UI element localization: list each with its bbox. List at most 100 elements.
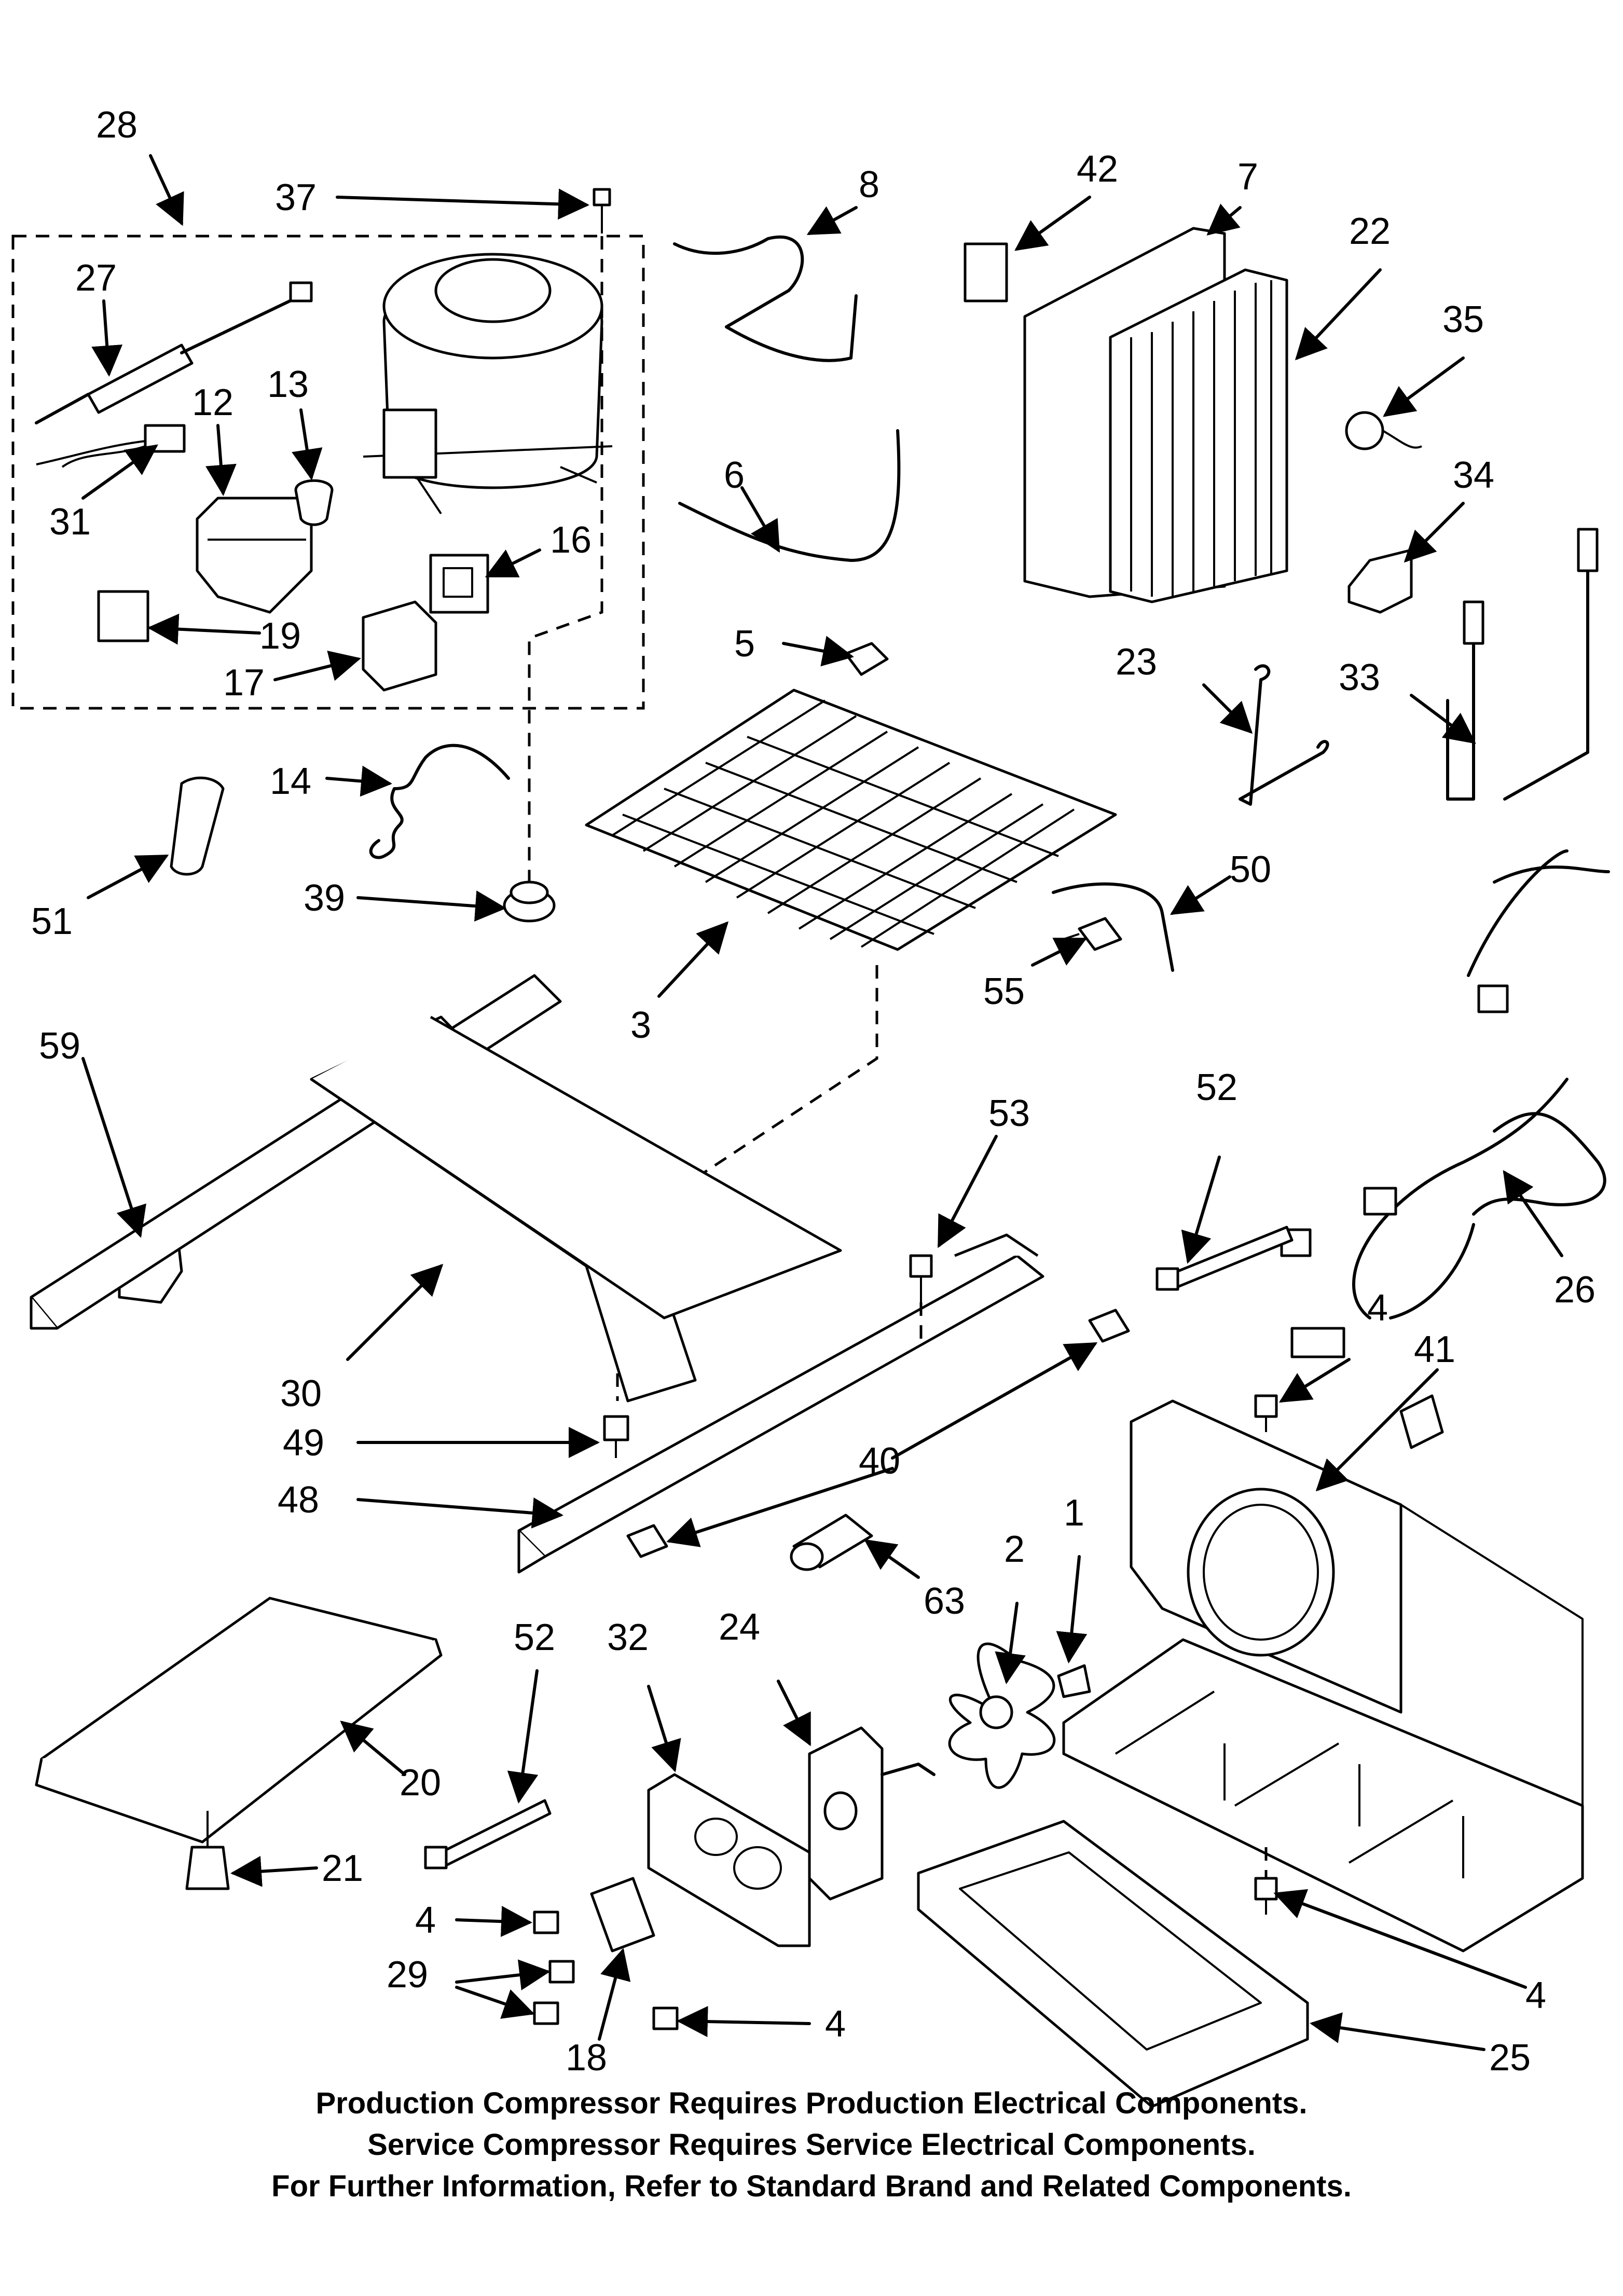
callout-5: 5 xyxy=(734,623,755,665)
hose-part-51[interactable] xyxy=(170,776,225,876)
screw-part-4-b[interactable] xyxy=(533,1910,559,1934)
front-rail-part-48[interactable] xyxy=(517,1233,1044,1574)
callout-8: 8 xyxy=(859,164,879,205)
capacitor-part-16[interactable] xyxy=(429,554,489,614)
condenser-part-3[interactable] xyxy=(585,689,1117,951)
callout-25: 25 xyxy=(1489,2037,1531,2079)
callout-16: 16 xyxy=(550,519,592,561)
callout-24: 24 xyxy=(719,1606,760,1648)
screw-part-49[interactable] xyxy=(603,1415,629,1458)
clip-part-5[interactable] xyxy=(844,642,889,676)
start-relay-part-12[interactable] xyxy=(196,497,313,614)
bracket-part-34[interactable] xyxy=(1347,548,1413,614)
compressor-part[interactable] xyxy=(363,253,613,515)
plate-part-18[interactable] xyxy=(590,1877,655,1953)
screw-part-40-a[interactable] xyxy=(1088,1309,1130,1343)
callout-3: 3 xyxy=(630,1005,651,1046)
callout-41: 41 xyxy=(1414,1329,1455,1370)
callout-23: 23 xyxy=(1116,641,1157,683)
callout-37: 37 xyxy=(275,177,317,218)
overload-part-19[interactable] xyxy=(97,590,149,642)
callout-22: 22 xyxy=(1349,211,1391,252)
callout-53: 53 xyxy=(988,1093,1030,1134)
callout-19: 19 xyxy=(259,615,301,657)
screw-part-40-b[interactable] xyxy=(626,1524,668,1558)
overload-cap-part-13[interactable] xyxy=(294,479,334,526)
screw-part-55[interactable] xyxy=(1063,917,1122,951)
callout-31: 31 xyxy=(49,501,91,543)
drier-part-27[interactable] xyxy=(35,281,313,424)
callout-51: 51 xyxy=(31,901,73,942)
callout-39: 39 xyxy=(304,877,345,919)
rail-assembly-part-30[interactable] xyxy=(30,974,842,1403)
wire-connector-part-31[interactable] xyxy=(36,424,186,468)
callout-32: 32 xyxy=(607,1617,649,1658)
callout-50: 50 xyxy=(1230,849,1271,890)
callout-30: 30 xyxy=(280,1373,322,1414)
tube-part-33[interactable] xyxy=(1446,528,1599,801)
callout-28: 28 xyxy=(96,104,137,146)
tube-part-8[interactable] xyxy=(673,236,858,362)
clip-part-1[interactable] xyxy=(1057,1664,1091,1698)
callout-18: 18 xyxy=(566,2037,607,2079)
leader-lines xyxy=(81,154,1563,2051)
bolt-part-37[interactable] xyxy=(593,188,611,233)
wire-tie-part-52a[interactable] xyxy=(1156,1226,1294,1291)
motor-bracket-part-32[interactable] xyxy=(647,1773,811,1947)
screw-part-4-a[interactable] xyxy=(1254,1394,1278,1432)
callout-27: 27 xyxy=(75,257,117,299)
screw-part-4-d[interactable] xyxy=(1254,1877,1278,1915)
callout-13: 13 xyxy=(267,364,309,405)
footer-note-3: For Further Information, Refer to Standa… xyxy=(271,2169,1352,2203)
callout-4b: 4 xyxy=(415,1900,436,1941)
power-cord-part-26[interactable] xyxy=(1280,849,1610,1449)
evaporator-part-22[interactable] xyxy=(1109,268,1288,603)
screw-part-29-a[interactable] xyxy=(548,1960,575,1984)
wire-tie-part-52b[interactable] xyxy=(424,1799,552,1869)
drain-pan-part-25[interactable] xyxy=(917,1820,1309,2108)
thermostat-part-35[interactable] xyxy=(1345,411,1422,450)
fan-motor-part-24[interactable] xyxy=(808,1726,936,1901)
panel-part-20[interactable] xyxy=(35,1597,443,1844)
callout-55: 55 xyxy=(983,971,1025,1012)
foot-part-21[interactable] xyxy=(185,1811,230,1890)
tube-part-50[interactable] xyxy=(1052,882,1174,972)
grommet-part-39[interactable] xyxy=(503,881,556,923)
relay-cover-part-17[interactable] xyxy=(362,600,437,692)
tube-part-6[interactable] xyxy=(678,429,901,562)
callout-29: 29 xyxy=(387,1954,428,1996)
mount-guide-line xyxy=(528,236,603,892)
callout-7: 7 xyxy=(1237,156,1258,198)
callout-42: 42 xyxy=(1077,148,1118,190)
screw-part-4-c[interactable] xyxy=(652,2006,679,2030)
callout-52b: 52 xyxy=(514,1617,555,1658)
wire-part-23[interactable] xyxy=(1239,664,1329,806)
callout-20: 20 xyxy=(400,1762,441,1804)
callout-26: 26 xyxy=(1554,1269,1596,1311)
compressor-group-box xyxy=(11,235,645,710)
callout-59: 59 xyxy=(39,1025,80,1067)
fan-blade-part-2[interactable] xyxy=(948,1642,1056,1789)
callout-48: 48 xyxy=(278,1479,319,1521)
wire-part-14[interactable] xyxy=(369,744,510,859)
callout-33: 33 xyxy=(1339,657,1380,698)
clip-part-42[interactable] xyxy=(964,242,1008,303)
callout-34: 34 xyxy=(1453,455,1494,496)
callout-40: 40 xyxy=(859,1440,900,1482)
callout-21: 21 xyxy=(322,1848,363,1889)
screw-part-29-b[interactable] xyxy=(533,2001,559,2025)
callout-4d: 4 xyxy=(1525,1975,1546,2016)
callout-14: 14 xyxy=(270,761,311,802)
callout-6: 6 xyxy=(724,455,745,496)
fan-shroud-part-41[interactable] xyxy=(1062,1399,1584,1953)
callout-63: 63 xyxy=(924,1580,965,1622)
callout-2: 2 xyxy=(1004,1529,1025,1570)
callout-49: 49 xyxy=(283,1422,324,1464)
callout-35: 35 xyxy=(1442,299,1484,340)
footer-note-2: Service Compressor Requires Service Elec… xyxy=(367,2128,1256,2162)
callout-52a: 52 xyxy=(1196,1067,1237,1108)
spacer-part-63[interactable] xyxy=(790,1514,873,1571)
callout-12: 12 xyxy=(192,382,233,423)
screw-part-53[interactable] xyxy=(909,1254,933,1302)
